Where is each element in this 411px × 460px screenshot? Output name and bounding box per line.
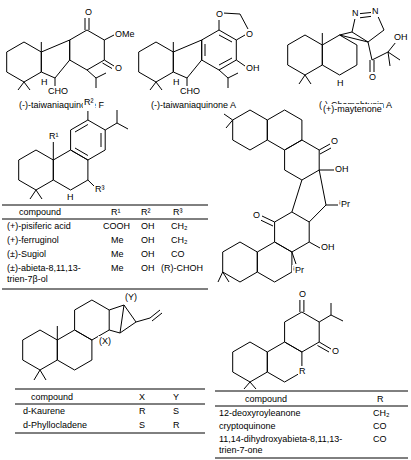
table-cell: S (138, 420, 146, 431)
atom-label: CHO (47, 86, 69, 97)
compound-name: (+)-pisiferic acid (6, 221, 72, 232)
compound-name: (+)-ferruginol (6, 235, 60, 246)
table-cell: Me (110, 249, 125, 260)
table-header: compound (18, 207, 62, 218)
atom-label: OH (320, 242, 336, 253)
table-cell: COOH (102, 221, 131, 232)
atom-label: O (245, 29, 254, 40)
atom-label: O (252, 210, 261, 221)
table-header: X (138, 392, 146, 403)
compound-name: d-Phyllocladene (22, 420, 88, 431)
table-header: compound (244, 394, 288, 405)
atom-label: OH (334, 164, 350, 175)
atom-label: H (336, 78, 345, 89)
table-cell: OH (140, 221, 156, 232)
compound-caption: (+)-maytenone (322, 104, 383, 115)
atom-label: CHO (179, 86, 201, 97)
atom-label: O (368, 72, 377, 83)
table-cell: CO (170, 249, 186, 260)
atom-label: N (351, 8, 360, 19)
table-cell: CH₂ (170, 235, 189, 246)
table-header: R³ (172, 207, 184, 218)
atom-label: O (215, 9, 224, 20)
table-cell: OH (140, 263, 156, 274)
atom-label: OMe (114, 29, 136, 40)
table-cell: CH₂ (170, 221, 189, 232)
atom-label: R¹ (48, 131, 60, 142)
table-cell: Me (110, 263, 125, 274)
compound-name: (±)-Sugiol (6, 249, 47, 260)
atom-label: R² (83, 97, 95, 108)
atom-label: N (371, 6, 380, 17)
atom-label: O (114, 63, 123, 74)
table-cell: CH₂ (372, 408, 391, 419)
table-cell: Me (110, 235, 125, 246)
table-header: R (376, 394, 385, 405)
compound-name: cryptoquinone (218, 421, 277, 432)
table-cell: (R)-CHOH (160, 263, 204, 274)
table-header: compound (30, 392, 74, 403)
atom-label: OH (245, 63, 261, 74)
atom-label: O (330, 136, 339, 147)
atom-label: (X) (98, 336, 112, 347)
atom-label: R (298, 366, 307, 377)
table-cell: OH (140, 249, 156, 260)
compound-name: 11,14-dihydroxyabieta-8,11,13-trien-7-on… (218, 434, 360, 456)
atom-label: R³ (94, 184, 106, 195)
table-cell: OH (140, 235, 156, 246)
atom-label: O (331, 346, 340, 357)
table-cell: CO (372, 434, 388, 445)
atom-label: ⁱPr (338, 199, 351, 210)
compound-caption: (-)-taiwaniaquinone A (150, 100, 237, 111)
atom-label: (Y) (124, 292, 138, 303)
table-header: R¹ (110, 207, 122, 218)
table-header: R² (140, 207, 152, 218)
atom-label: H (66, 192, 75, 203)
compound-name: 12-deoxyroyleanone (218, 408, 302, 419)
atom-label: ⁱPr (292, 265, 305, 276)
table-cell: R (138, 406, 147, 417)
atom-label: OH (393, 32, 409, 43)
table-cell: R (172, 420, 181, 431)
table-header: Y (172, 392, 180, 403)
compound-name: d-Kaurene (22, 406, 66, 417)
table-cell: CO (372, 421, 388, 432)
table-cell: S (172, 406, 180, 417)
atom-label: O (298, 289, 307, 300)
compound-name: (±)-abieta-8,11,13-trien-7β-ol (6, 263, 100, 285)
atom-label: O (84, 7, 93, 18)
